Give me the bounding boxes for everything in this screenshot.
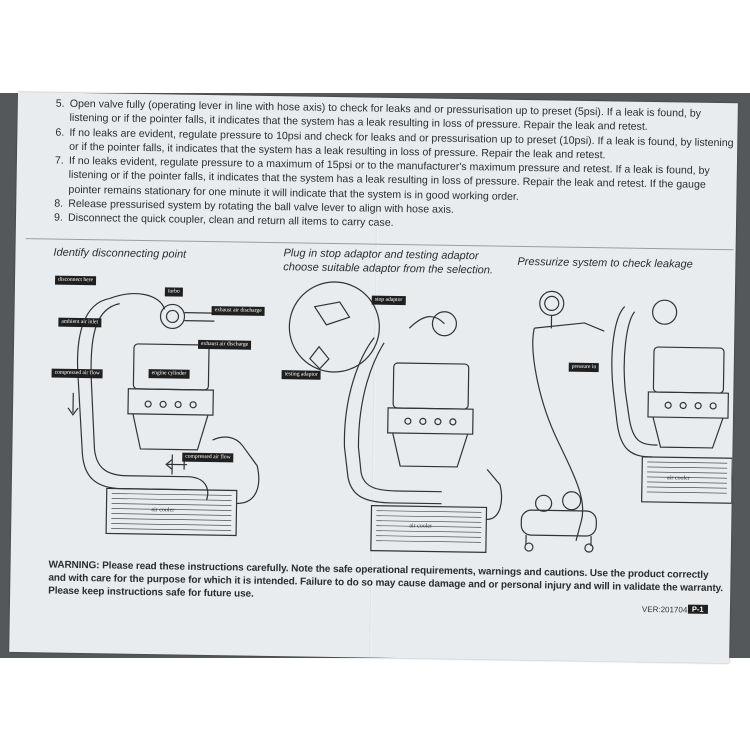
engine-diagram-2 [288, 281, 503, 554]
version-label: VER:201704 [641, 604, 688, 615]
label-air-cooler: air cooler [409, 523, 433, 530]
callout-stop-adaptor: stop adaptor [371, 295, 406, 306]
callout-engine-cylinder: engine cylinder [148, 369, 190, 379]
turbo-system-diagrams [67, 281, 733, 554]
callout-turbo: turbo [164, 287, 183, 297]
callout-compressed-air-flow: compressed air flow [51, 368, 104, 379]
label-air-cooler: air cooler [151, 507, 175, 514]
callout-exhaust-air-discharge: exhaust air discharge [197, 339, 252, 350]
callout-ambient-air-inlet: ambient air inlet [58, 317, 102, 328]
engine-diagram-1 [67, 293, 260, 537]
callout-exhaust-air-discharge: exhaust air discharge [211, 306, 265, 316]
callout-disconnect-here: disconnect here [54, 275, 97, 286]
instruction-sheet: 5.Open valve fully (operating lever in l… [9, 92, 738, 664]
callout-pressure-in: pressure in [568, 362, 600, 373]
callout-testing-adaptor: testing adaptor [281, 370, 321, 380]
label-air-cooler: air cooler [666, 475, 690, 482]
engine-diagram-3 [520, 290, 733, 553]
page-number-badge: P-1 [687, 604, 708, 614]
callout-compressed-air-flow: compressed air flow [182, 452, 234, 463]
